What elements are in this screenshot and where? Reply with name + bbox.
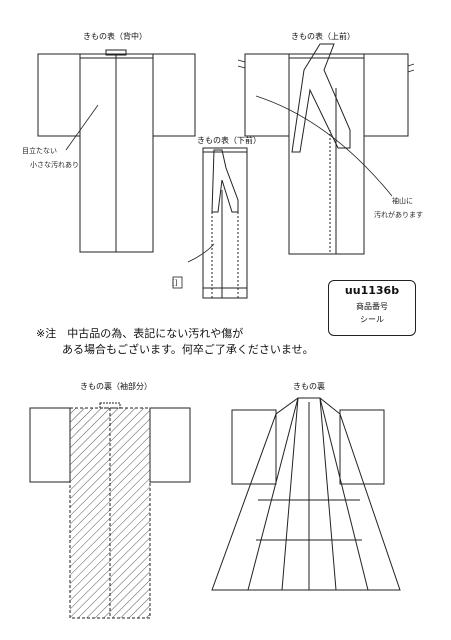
note-line-1: ※注 中古品の為、表記にない汚れや傷が: [36, 327, 244, 340]
seal-mark: []: [172, 279, 178, 287]
kimono-lining-sleeve: [29, 402, 191, 619]
front-right-sleeve: [363, 53, 409, 137]
front-collar: [291, 43, 351, 153]
front-stain-pointer: [255, 95, 393, 197]
back-right-sleeve: [152, 53, 196, 137]
kimono-front-upper: [237, 43, 415, 255]
tag-line-1: 商品番号: [356, 302, 388, 311]
label-lining-sleeve: きもの裏（袖部分）: [80, 382, 152, 391]
handwritten-front-note-1: 袖山に: [392, 197, 413, 205]
product-number-tag: uu1136b 商品番号 シール: [328, 280, 416, 336]
label-front-upper: きもの表（上前）: [291, 32, 355, 41]
lining-left-sleeve: [29, 407, 71, 483]
label-front-lower: きもの表（下前）: [197, 136, 261, 145]
kimono-front-lower: [172, 147, 248, 299]
tag-code: uu1136b: [344, 284, 400, 297]
label-back: きもの表（背中）: [83, 32, 147, 41]
kimono-lining: [211, 397, 401, 591]
handwritten-back-note-1: 目立たない: [22, 147, 57, 155]
back-stain-pointer: [65, 104, 99, 151]
lining-view-body: [211, 397, 401, 591]
kimono-back: [37, 49, 196, 253]
handwritten-back-note-2: 小さな汚れあり: [30, 161, 79, 169]
note-line-2: ある場合もございます。何卒ご了承くださいませ。: [62, 343, 314, 356]
front-body: [288, 53, 365, 255]
handwritten-front-note-2: 汚れがあります: [374, 211, 423, 219]
lining-view-right-sleeve: [339, 409, 385, 485]
tag-line-2: シール: [360, 315, 384, 324]
lining-right-sleeve: [149, 407, 191, 483]
label-lining: きもの裏: [293, 382, 325, 391]
front-left-sleeve: [244, 53, 290, 137]
lower-front-body: [202, 147, 248, 299]
lining-view-left-sleeve: [231, 409, 277, 485]
back-left-sleeve: [37, 53, 81, 137]
